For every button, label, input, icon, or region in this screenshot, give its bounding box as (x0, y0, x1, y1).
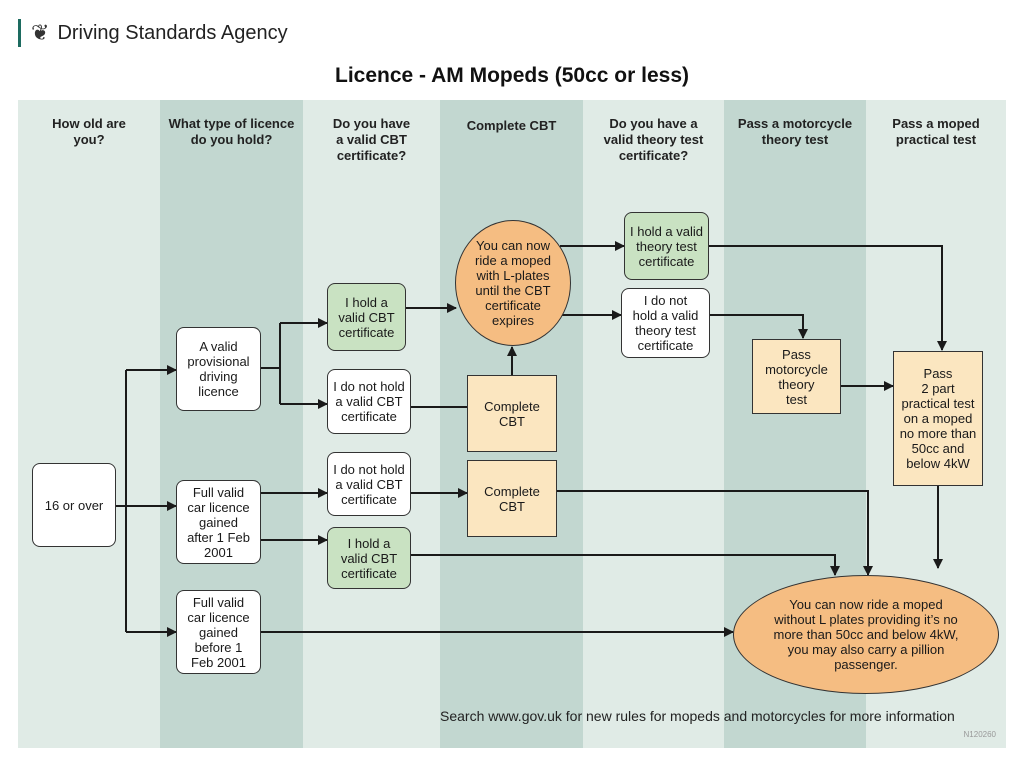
node-ride-without-l-plates: You can now ride a moped without L plate… (733, 575, 999, 694)
reference-code: N120260 (963, 730, 996, 739)
column-header-complete-cbt: Complete CBT (466, 118, 557, 133)
node-hold-cbt-1: I hold a valid CBT certificate (327, 283, 406, 351)
header: ❦ Driving Standards Agency (18, 18, 288, 48)
node-car-licence-before-2001: Full valid car licence gained before 1 F… (176, 590, 261, 674)
node-age: 16 or over (32, 463, 116, 547)
column-bg-theory-check (583, 100, 724, 748)
column-header-cbt-check: Do you have a valid CBT certificate? (332, 116, 411, 163)
agency-name: Driving Standards Agency (57, 21, 288, 44)
column-header-licence: What type of licence do you hold? (168, 116, 295, 147)
node-car-licence-after-2001: Full valid car licence gained after 1 Fe… (176, 480, 261, 564)
node-provisional-licence: A valid provisional driving licence (176, 327, 261, 411)
column-header-practical: Pass a moped practical test (892, 116, 980, 147)
column-header-theory-test: Pass a motorcycle theory test (737, 116, 853, 147)
node-no-cbt-1: I do not hold a valid CBT certificate (327, 369, 411, 434)
node-pass-practical-test: Pass 2 part practical test on a moped no… (893, 351, 983, 486)
page-title: Licence - AM Mopeds (50cc or less) (335, 64, 689, 87)
node-complete-cbt-1: Complete CBT (467, 375, 557, 452)
column-bg-age (18, 100, 160, 748)
node-hold-theory: I hold a valid theory test certificate (624, 212, 709, 280)
node-pass-theory-test: Pass motorcycle theory test (752, 339, 841, 414)
royal-crest-icon: ❦ (31, 20, 50, 45)
node-complete-cbt-2: Complete CBT (467, 460, 557, 537)
footer-note: Search www.gov.uk for new rules for mope… (440, 708, 955, 724)
node-no-cbt-2: I do not hold a valid CBT certificate (327, 452, 411, 516)
node-ride-with-l-plates: You can now ride a moped with L-plates u… (455, 220, 571, 346)
header-accent-bar (18, 19, 21, 47)
column-header-theory-check: Do you have a valid theory test certific… (603, 116, 704, 163)
column-header-age: How old are you? (52, 116, 126, 147)
node-no-theory: I do not hold a valid theory test certif… (621, 288, 710, 358)
node-hold-cbt-2: I hold a valid CBT certificate (327, 527, 411, 589)
